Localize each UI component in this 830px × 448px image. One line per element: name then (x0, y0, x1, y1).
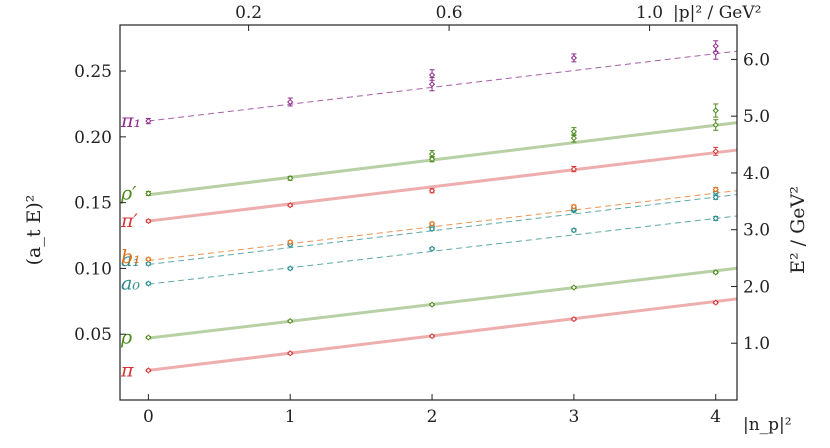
data-point-7-3 (428, 71, 436, 79)
top-axis-title: |p|² / GeV² (673, 3, 761, 23)
data-point-5-1 (287, 202, 294, 209)
data-point-2-2 (428, 245, 436, 252)
fit-line-7 (148, 50, 738, 122)
right-tick-label-1: 2.0 (743, 277, 770, 297)
plot-frame (119, 24, 738, 401)
data-point-4-0 (145, 256, 152, 263)
data-point-2-6 (712, 215, 719, 222)
y-axis-title: (a_t E)² (23, 195, 45, 266)
data-point-0-2 (428, 333, 436, 340)
x-tick-label-2: 2 (427, 407, 438, 427)
data-point-0-0 (145, 367, 152, 374)
data-point-6-5 (570, 128, 577, 135)
top-tick-label-2: 1.0 (636, 3, 663, 23)
data-point-5-2 (428, 187, 436, 194)
data-point-0-4 (712, 299, 719, 306)
fit-line-1 (148, 266, 738, 340)
series-label-0: π (120, 359, 134, 381)
right-tick-label-4: 5.0 (743, 107, 770, 127)
data-point-1-2 (428, 301, 436, 308)
top-tick-label-0: 0.2 (235, 3, 262, 23)
data-point-3-2 (428, 225, 436, 233)
y-tick-label-3: 0.20 (74, 128, 112, 148)
data-point-2-4 (570, 227, 577, 234)
data-point-7-1 (287, 98, 294, 106)
data-point-6-7 (712, 107, 719, 114)
data-point-7-6 (712, 42, 719, 50)
data-point-4-3 (570, 203, 577, 210)
data-point-4-1 (287, 238, 294, 246)
right-tick-label-3: 4.0 (743, 164, 770, 184)
data-point-1-1 (287, 317, 294, 325)
fit-line-2 (148, 215, 738, 285)
fit-line-0 (148, 297, 738, 372)
x-tick-label-1: 1 (285, 407, 296, 427)
data-point-3-0 (145, 260, 152, 267)
data-point-7-2 (428, 81, 436, 88)
fit-line-6 (148, 121, 738, 197)
data-point-1-0 (145, 334, 152, 341)
series-label-4: b₁ (121, 246, 141, 268)
data-point-4-4 (712, 186, 719, 193)
fit-line-5 (148, 148, 738, 223)
data-point-2-1 (287, 265, 294, 272)
data-point-1-4 (712, 269, 719, 276)
right-tick-label-2: 3.0 (743, 221, 770, 241)
series-label-7: π₁ (120, 110, 141, 132)
fit-line-4 (148, 190, 738, 262)
x-tick-label-4: 4 (710, 407, 721, 427)
right-tick-label-5: 6.0 (743, 50, 770, 70)
top-tick-label-1: 0.6 (436, 3, 463, 23)
x-tick-label-0: 0 (143, 407, 154, 427)
data-point-2-0 (145, 280, 152, 287)
right-axis-title: E² / GeV² (787, 186, 809, 274)
data-point-6-3 (428, 150, 436, 158)
x-axis-title: |n_p|² (743, 415, 792, 435)
y-tick-label-4: 0.25 (74, 62, 112, 82)
y-tick-label-0: 0.05 (74, 325, 112, 345)
data-point-2-7 (712, 194, 719, 201)
series-label-2: a₀ (121, 273, 140, 295)
y-tick-label-1: 0.10 (74, 259, 112, 279)
data-point-6-6 (712, 121, 719, 129)
series-label-6: ρ′ (120, 182, 137, 204)
right-tick-label-0: 1.0 (743, 334, 770, 354)
series-label-1: ρ (120, 327, 133, 349)
data-point-6-4 (570, 135, 577, 142)
data-point-0-1 (287, 350, 294, 357)
data-point-5-4 (712, 148, 719, 155)
series-label-3: a₁ (121, 249, 140, 271)
data-point-7-0 (145, 117, 152, 125)
data-point-5-3 (570, 165, 577, 173)
data-point-1-3 (570, 284, 577, 291)
data-point-4-2 (428, 220, 436, 227)
data-point-6-2 (428, 156, 436, 163)
data-point-7-4 (570, 54, 577, 62)
series-label-5: π′ (120, 210, 138, 232)
data-point-5-0 (145, 217, 152, 225)
data-point-6-1 (287, 175, 294, 182)
data-point-0-3 (570, 315, 577, 323)
y-tick-label-2: 0.15 (74, 194, 112, 214)
data-point-6-0 (145, 190, 152, 197)
fit-line-3 (148, 194, 738, 265)
x-tick-label-3: 3 (568, 407, 579, 427)
